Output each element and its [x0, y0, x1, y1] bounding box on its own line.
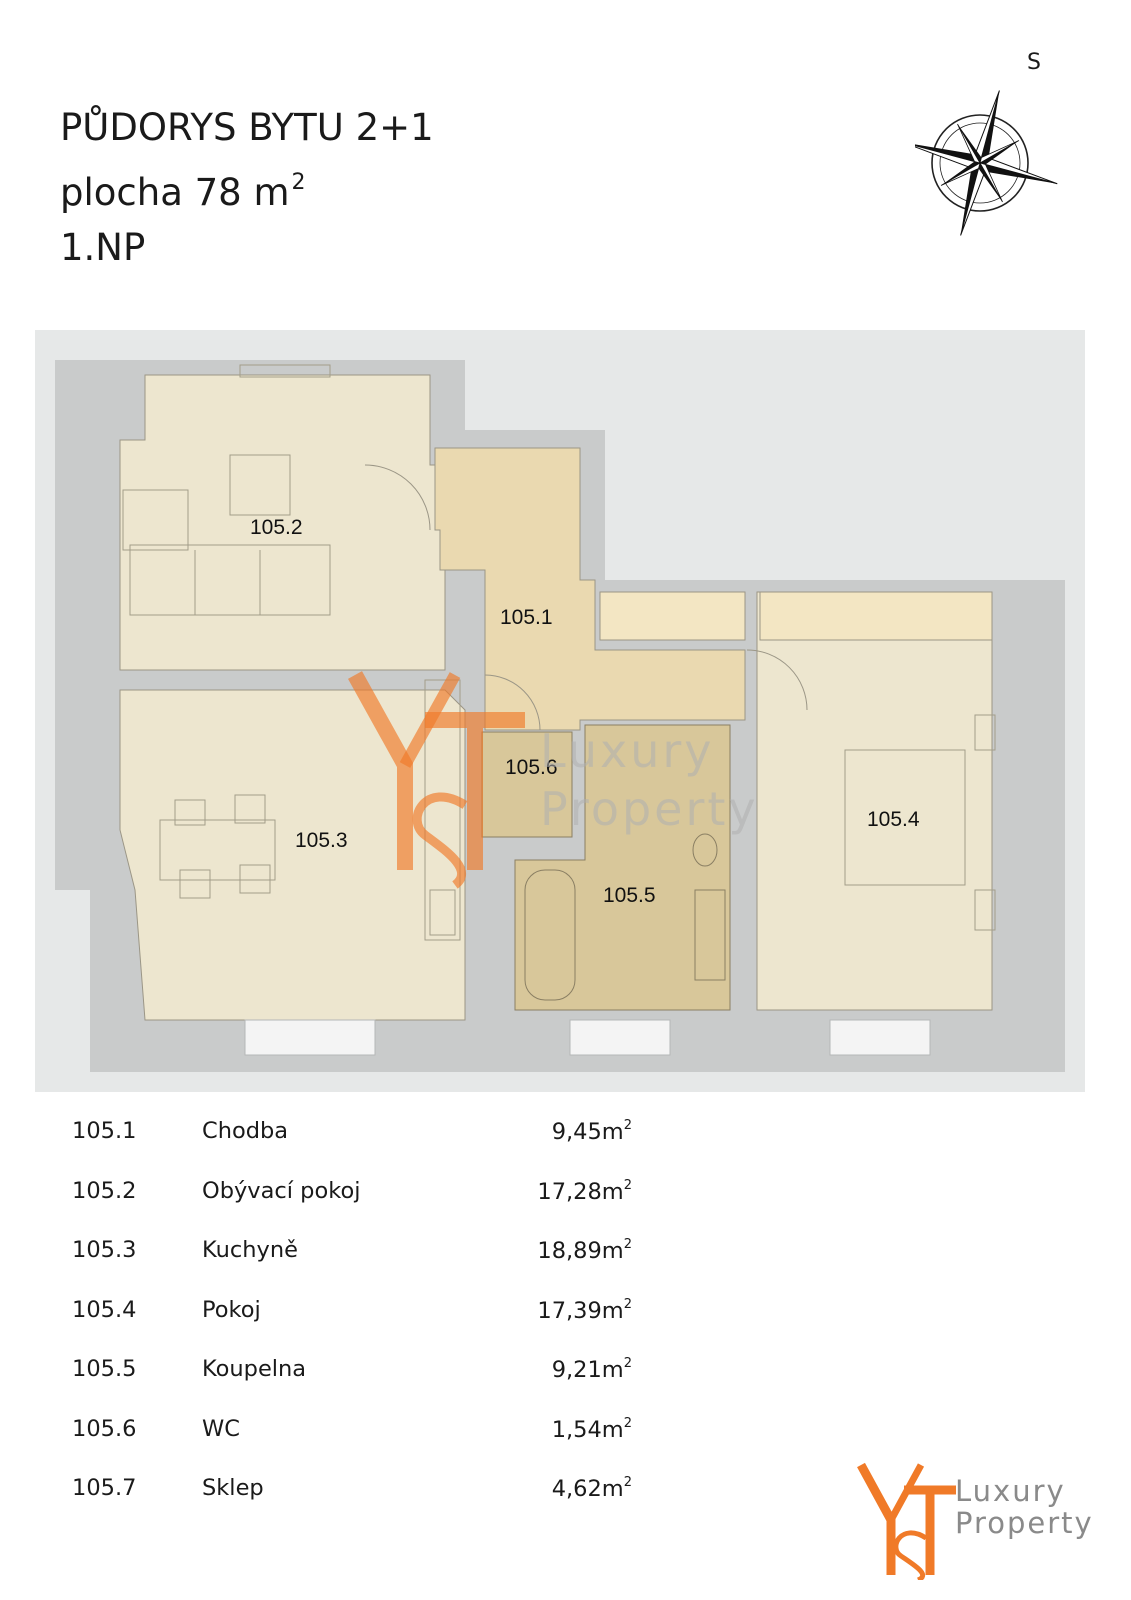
legend-row: 105.2 Obývací pokoj 17,28m2 [72, 1177, 632, 1205]
legend-row: 105.6 WC 1,54m2 [72, 1415, 632, 1443]
brand-logo-text-line2: Property [955, 1506, 1094, 1540]
wardrobe-bedroom [759, 591, 993, 641]
compass-rose-icon [915, 90, 1058, 236]
room-105-1 [434, 447, 746, 731]
wardrobe-corridor [599, 591, 746, 641]
room-label-105-2: 105.2 [250, 516, 303, 539]
legend-row: 105.7 Sklep 4,62m2 [72, 1475, 632, 1502]
floor-plan: 105.2 105.1 105.3 105.6 105.5 105.4 Luxu… [35, 330, 1085, 1092]
room-label-105-4: 105.4 [867, 808, 920, 831]
floor-plan-drawing [35, 330, 1085, 1092]
legend-row: 105.5 Koupelna 9,21m2 [72, 1356, 632, 1383]
floor-label: 1.NP [60, 226, 146, 269]
room-105-2 [119, 374, 446, 671]
room-105-4 [756, 591, 993, 1011]
plan-area-title: plocha 78 m2 [60, 170, 306, 214]
brand-logo-icon [857, 1462, 956, 1580]
room-105-5 [514, 724, 731, 1011]
room-label-105-3: 105.3 [295, 829, 348, 852]
brand-logo-text-line1: Luxury [955, 1474, 1066, 1508]
room-105-6 [481, 731, 573, 838]
plan-title-block: PŮDORYS BYTU 2+1 plocha 78 m2 1.NP [60, 100, 434, 275]
legend-row: 105.4 Pokoj 17,39m2 [72, 1296, 632, 1324]
plan-title: PŮDORYS BYTU 2+1 [60, 106, 434, 149]
watermark-text: Luxury Property [540, 724, 759, 836]
room-label-105-6: 105.6 [505, 756, 558, 779]
room-label-105-1: 105.1 [500, 606, 553, 629]
room-legend: 105.1 Chodba 9,45m2 105.2 Obývací pokoj … [72, 1118, 632, 1535]
watermark-logo-icon [348, 671, 525, 889]
room-label-105-5: 105.5 [603, 884, 656, 907]
legend-row: 105.1 Chodba 9,45m2 [72, 1118, 632, 1145]
legend-row: 105.3 Kuchyně 18,89m2 [72, 1237, 632, 1264]
compass-south-label: S [1027, 50, 1041, 75]
